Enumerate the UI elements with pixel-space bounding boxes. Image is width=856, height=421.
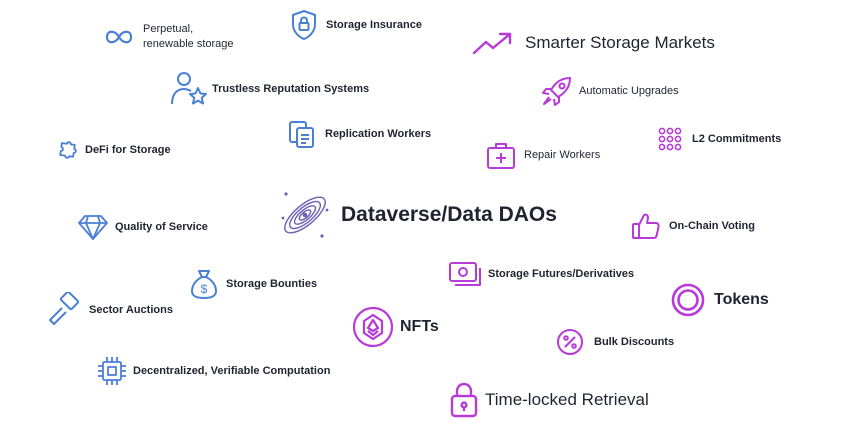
feature-label: Tokens (714, 291, 769, 308)
feature-label: Trustless Reputation Systems (212, 83, 370, 95)
dot-grid-icon (657, 126, 683, 152)
clipboard-icon (287, 119, 317, 149)
feature-smarter-storage-markets: Smarter Storage Markets (472, 30, 715, 56)
feature-quality-of-service: Quality of Service (77, 213, 208, 241)
feature-label: NFTs (400, 318, 439, 335)
feature-label: Repair Workers (524, 149, 601, 161)
feature-storage-bounties: $ Storage Bounties (190, 268, 317, 300)
feature-label: Storage Futures/Derivatives (488, 268, 635, 280)
feature-replication-workers: Replication Workers (287, 119, 431, 149)
feature-l2-commitments: L2 Commitments (657, 126, 781, 152)
feature-verifiable-computation: Decentralized, Verifiable Computation (96, 355, 330, 387)
feature-label: DeFi for Storage (85, 144, 171, 156)
feature-label-line-2: renewable storage (143, 38, 234, 50)
feature-label: Automatic Upgrades (579, 85, 679, 97)
percent-icon (556, 328, 584, 356)
feature-sector-auctions: Sector Auctions (47, 292, 173, 328)
feature-label: Quality of Service (115, 221, 208, 233)
feature-nfts: NFTs (352, 306, 439, 348)
money-bag-icon: $ (190, 268, 218, 300)
feature-label: L2 Commitments (692, 133, 782, 145)
feature-label: Smarter Storage Markets (525, 33, 715, 52)
diamond-icon (77, 213, 109, 241)
feature-label: Bulk Discounts (594, 336, 675, 348)
feature-dataverse-data-daos: Dataverse/Data DAOs (278, 188, 557, 242)
user-star-icon (170, 71, 208, 107)
feature-label: Dataverse/Data DAOs (341, 203, 557, 226)
token-ring-icon (670, 282, 706, 318)
feature-label: Time-locked Retrieval (485, 390, 649, 409)
feature-label: Sector Auctions (89, 304, 173, 316)
feature-label: Decentralized, Verifiable Computation (133, 365, 331, 377)
feature-label: Storage Bounties (226, 278, 318, 290)
gavel-icon (47, 292, 83, 328)
feature-label: On-Chain Voting (669, 220, 755, 232)
shield-icon (290, 9, 318, 41)
trending-up-icon (472, 30, 514, 56)
thumbs-up-icon (631, 211, 661, 241)
galaxy-icon (278, 188, 332, 242)
feature-on-chain-voting: On-Chain Voting (631, 211, 755, 241)
banknotes-icon (448, 260, 482, 288)
puzzle-icon (56, 138, 80, 162)
feature-label: Perpetual, renewable storage (143, 22, 234, 52)
infinity-icon (104, 27, 134, 47)
feature-label: Replication Workers (325, 128, 432, 140)
feature-automatic-upgrades: Automatic Upgrades (541, 75, 679, 107)
nft-hexagon-icon (352, 306, 394, 348)
feature-storage-futures-derivatives: Storage Futures/Derivatives (448, 260, 634, 288)
feature-label-line-1: Perpetual, (143, 23, 194, 35)
feature-time-locked-retrieval: Time-locked Retrieval (449, 381, 649, 419)
cpu-chip-icon (96, 355, 128, 387)
padlock-icon (449, 381, 479, 419)
first-aid-kit-icon (486, 140, 516, 170)
feature-storage-insurance: Storage Insurance (290, 9, 422, 41)
svg-text:$: $ (201, 282, 208, 296)
feature-trustless-reputation: Trustless Reputation Systems (170, 71, 369, 107)
feature-bulk-discounts: Bulk Discounts (556, 328, 674, 356)
feature-perpetual-storage: Perpetual, renewable storage (104, 22, 234, 52)
feature-repair-workers: Repair Workers (486, 140, 600, 170)
feature-tokens: Tokens (670, 282, 769, 318)
feature-label: Storage Insurance (326, 19, 422, 31)
feature-defi-for-storage: DeFi for Storage (56, 138, 171, 162)
rocket-icon (541, 75, 573, 107)
